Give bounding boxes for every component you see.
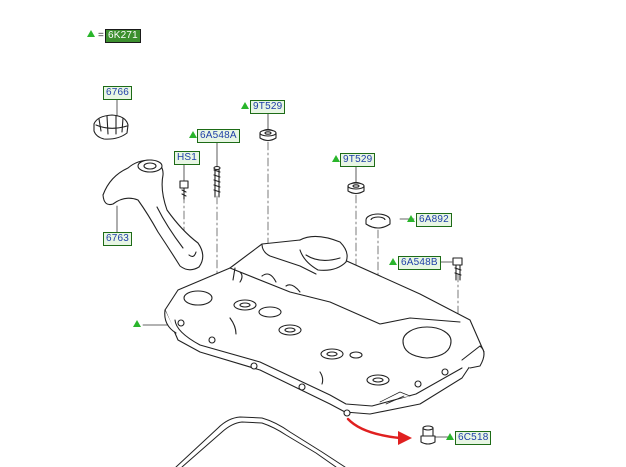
green-triangle-icon [332,155,340,162]
cover-gasket-outline [175,416,346,467]
callout-bolt-hs1[interactable]: HS1 [174,151,201,165]
legend-code-label[interactable]: 6K271 [105,29,141,43]
callout-breather-valve[interactable]: 6C518 [455,431,492,445]
green-triangle-icon [407,215,415,222]
cover-body [164,235,485,417]
arrow-head [398,431,412,445]
legend-equals: = [98,30,104,41]
leader-lines [116,98,453,438]
green-triangle-icon [87,30,95,37]
oil-filler-tube [102,159,204,271]
green-triangle-icon [133,320,141,327]
arrow-indicator [346,417,402,440]
green-triangle-icon [189,131,197,138]
green-triangle-icon [446,433,454,440]
callout-stud-upper[interactable]: 6A548A [197,129,240,143]
callout-oil-filler-cap[interactable]: 6766 [103,86,133,100]
seal-9t529-upper [259,128,277,142]
green-triangle-icon [241,102,249,109]
seal-9t529-lower [347,181,365,195]
breather-valve-6c518 [420,425,436,445]
callout-stud-right[interactable]: 6A548B [398,256,441,270]
oil-filler-cap [93,114,129,140]
callout-seal-upper[interactable]: 9T529 [250,100,286,114]
callout-gasket-ring[interactable]: 6A892 [416,213,452,227]
stud-6a548a [213,165,221,198]
green-triangle-icon [389,258,397,265]
callout-seal-lower[interactable]: 9T529 [340,153,376,167]
callout-oil-filler-tube[interactable]: 6763 [103,232,133,246]
bolt-hs1 [179,180,189,200]
stud-6a548b [452,257,463,281]
gasket-ring-6a892 [365,213,391,229]
